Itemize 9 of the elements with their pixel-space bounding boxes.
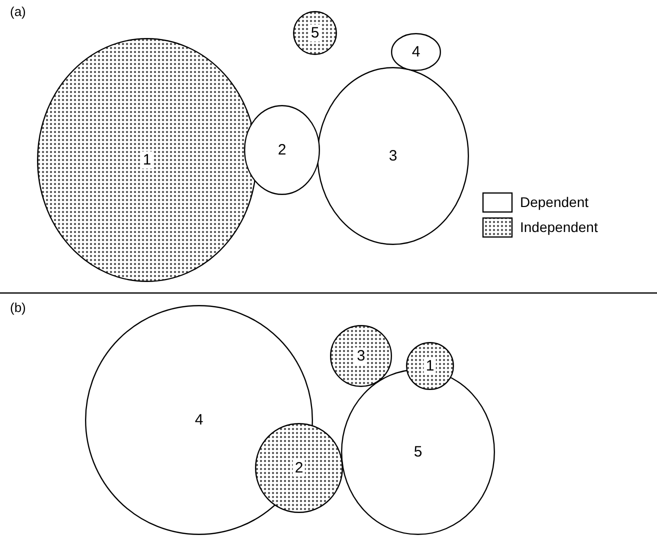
panel-label: (a) bbox=[10, 4, 26, 19]
number-label: 1 bbox=[140, 152, 154, 168]
number-label: 5 bbox=[308, 24, 322, 42]
legend-label: Dependent bbox=[520, 194, 589, 210]
number-label: 3 bbox=[354, 348, 368, 364]
number-label: 2 bbox=[292, 460, 306, 476]
panel-label: (b) bbox=[10, 300, 26, 315]
number-label: 1 bbox=[424, 358, 436, 374]
legend-label: Independent bbox=[520, 219, 598, 235]
